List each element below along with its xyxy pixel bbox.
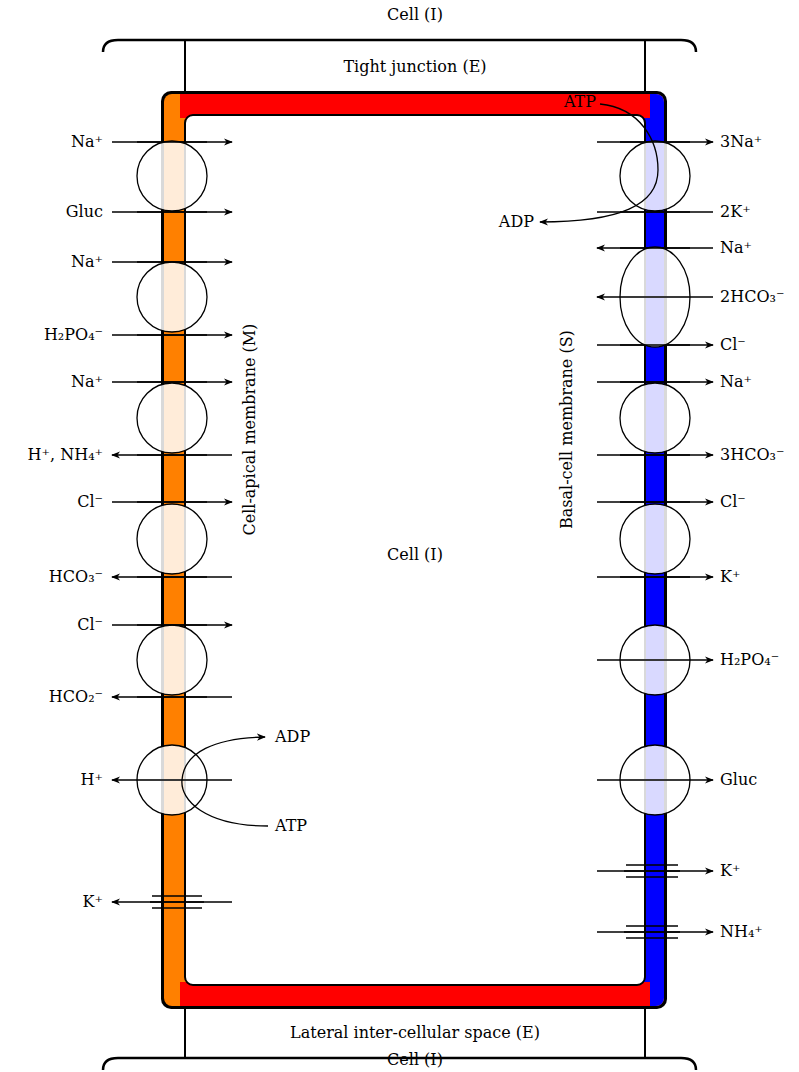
ion-label: Na⁺ [71,132,103,151]
ion-label: H₂PO₄⁻ [44,325,103,344]
ion-label: 3HCO₃⁻ [720,445,784,464]
ion-label: H⁺, NH₄⁺ [28,445,103,464]
ion-label: Cl⁻ [77,615,103,634]
ion-label: NH₄⁺ [720,922,763,941]
energy-label: ADP [275,727,310,746]
compartment-label: Cell (I) [387,5,443,24]
cell-region: Cell (I) [186,116,644,984]
junction-label: Tight junction (E) [343,57,486,76]
ion-label: 2HCO₃⁻ [720,287,784,306]
energy-label: ATP [564,92,596,111]
ion-label: Na⁺ [71,372,103,391]
energy-label: ADP [499,212,534,231]
ion-label: Na⁺ [720,372,752,391]
space-label: Lateral inter-cellular space (E) [290,1023,540,1042]
ion-label: HCO₂⁻ [49,687,103,706]
ion-label: HCO₃⁻ [49,567,103,586]
membrane-label: Cell-apical membrane (M) [240,324,259,536]
ion-label: 2K⁺ [720,202,751,221]
ion-label: H⁺ [81,770,103,789]
ion-label: 3Na⁺ [720,132,762,151]
ion-label: H₂PO₄⁻ [720,650,779,669]
ion-label: K⁺ [83,892,103,911]
membrane-label: Basal-cell membrane (S) [556,331,575,530]
region-label: Cell (I) [387,545,443,564]
compartment-label: Cell (I) [387,1050,443,1069]
ion-label: Gluc [66,202,103,221]
ion-label: Gluc [720,770,757,789]
ion-label: Cl⁻ [720,492,746,511]
ion-label: Na⁺ [71,252,103,271]
ion-label: K⁺ [720,567,740,586]
ion-label: Cl⁻ [77,492,103,511]
energy-label: ATP [275,816,307,835]
ion-label: Cl⁻ [720,335,746,354]
ion-label: K⁺ [720,861,740,880]
ion-label: Na⁺ [720,238,752,257]
